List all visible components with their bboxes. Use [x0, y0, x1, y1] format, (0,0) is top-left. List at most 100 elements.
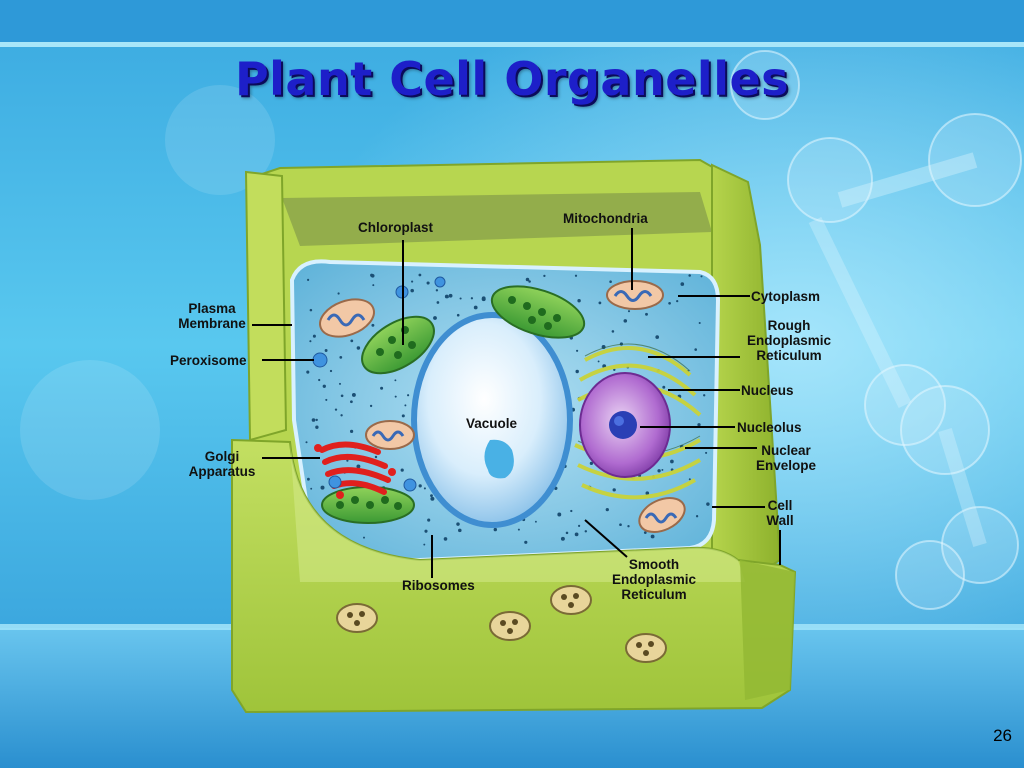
ribosome-dot — [650, 534, 655, 539]
ribosome-dot — [430, 496, 435, 501]
ribosome-dot — [598, 301, 602, 305]
ribosome-dot — [456, 313, 460, 317]
ribosome-dot — [574, 532, 579, 537]
ribosome-dot — [565, 531, 569, 535]
ribosome-dot — [310, 487, 313, 490]
ribosome-dot — [446, 296, 449, 299]
plasmodesmata — [336, 585, 667, 663]
ribosome-dot — [371, 323, 375, 327]
ribosome-dot — [349, 429, 354, 434]
ribosome-dot — [525, 277, 530, 282]
ribosome-dot — [657, 469, 661, 473]
ribosome-dot — [329, 369, 333, 373]
nucleolus-shape — [609, 411, 637, 439]
ribosome-dot — [645, 312, 648, 316]
ribosome-dot — [338, 382, 342, 385]
ribosome-dot — [307, 477, 310, 481]
ribosome-dot — [524, 540, 528, 544]
ribosome-dot — [423, 487, 426, 490]
label-nuclear-envelope: Nuclear Envelope — [755, 443, 817, 473]
ribosome-dot — [493, 527, 498, 532]
ribosome-dot — [404, 404, 407, 407]
ribosome-dot — [578, 524, 581, 528]
ribosome-dot — [435, 289, 439, 292]
ribosome-dot — [700, 275, 703, 278]
label-nucleus: Nucleus — [741, 383, 794, 398]
ribosome-dot — [574, 274, 578, 277]
label-rough-er: Rough Endoplasmic Reticulum — [746, 318, 832, 363]
ribosome-dot — [340, 394, 344, 398]
label-nucleolus: Nucleolus — [737, 420, 802, 435]
ribosome-dot — [458, 528, 462, 533]
ribosome-dot — [426, 281, 430, 285]
ribosome-dot — [589, 461, 594, 466]
ribosome-dot — [309, 340, 312, 343]
ribosome-dot — [623, 319, 628, 323]
label-plasma-membrane: Plasma Membrane — [178, 301, 246, 331]
ribosome-dot — [418, 484, 422, 488]
ribosome-dot — [370, 273, 375, 278]
ribosome-dot — [661, 468, 664, 471]
ribosome-dot — [363, 536, 365, 539]
ribosome-dot — [456, 522, 460, 526]
ribosome-dot — [320, 485, 325, 490]
ribosome-dot — [324, 349, 328, 352]
ribosome-dot — [688, 274, 691, 277]
label-ribosomes: Ribosomes — [402, 578, 475, 593]
slide-title: Plant Cell Organelles — [234, 52, 790, 106]
label-chloroplast: Chloroplast — [358, 220, 434, 235]
ribosome-dot — [315, 418, 318, 422]
ribosome-dot — [340, 414, 343, 417]
ribosome-dot — [430, 494, 433, 498]
ribosome-dot — [306, 370, 310, 374]
ribosome-dot — [394, 379, 397, 382]
ribosome-dot — [443, 537, 448, 541]
ribosome-dot — [481, 296, 486, 301]
ribosome-dot — [680, 282, 685, 286]
ribosome-dot — [698, 321, 701, 325]
ribosome-dot — [584, 530, 588, 533]
ribosome-dot — [369, 404, 373, 408]
ribosome-dot — [575, 369, 579, 374]
ribosome-dot — [688, 478, 691, 481]
ribosome-dot — [703, 394, 706, 397]
ribosome-dot — [609, 280, 612, 283]
label-peroxisome: Peroxisome — [170, 353, 247, 368]
ribosome-dot — [400, 468, 404, 472]
ribosome-dot — [655, 335, 660, 339]
ribosome-dot — [309, 308, 313, 312]
ribosome-dot — [706, 502, 710, 506]
ribosome-dot — [339, 356, 343, 359]
ribosome-dot — [374, 455, 378, 459]
ribosome-dot — [676, 299, 679, 303]
ribosome-dot — [394, 395, 397, 398]
ribosome-dot — [356, 346, 361, 350]
ribosome-dot — [597, 360, 600, 363]
ribosome-dot — [662, 385, 666, 389]
label-cytoplasm: Cytoplasm — [751, 289, 821, 304]
ribosome-dot — [645, 491, 650, 495]
ribosome-dot — [424, 529, 428, 533]
ribosome-dot — [350, 339, 354, 343]
ribosome-dot — [705, 451, 708, 454]
ribosome-dot — [411, 280, 414, 283]
ribosome-dot — [311, 418, 316, 422]
ribosome-dot — [605, 507, 609, 512]
ribosome-dot — [356, 464, 361, 469]
ribosome-dot — [410, 288, 414, 293]
ribosome-dot — [613, 368, 616, 372]
ribosome-dot — [312, 334, 316, 338]
ribosome-dot — [401, 414, 405, 418]
ribosome-dot — [695, 515, 699, 518]
ribosome-dot — [534, 520, 537, 523]
ribosome-dot — [528, 280, 531, 283]
ribosome-dot — [427, 518, 431, 522]
label-mitochondria: Mitochondria — [563, 211, 648, 226]
ribosome-dot — [543, 274, 546, 278]
vacuole-shape — [411, 312, 573, 528]
label-golgi-apparatus: Golgi Apparatus — [188, 449, 256, 479]
ribosome-dot — [318, 378, 321, 382]
page-number: 26 — [993, 726, 1012, 745]
ribosome-dot — [407, 394, 410, 397]
ribosome-dot — [668, 301, 671, 305]
